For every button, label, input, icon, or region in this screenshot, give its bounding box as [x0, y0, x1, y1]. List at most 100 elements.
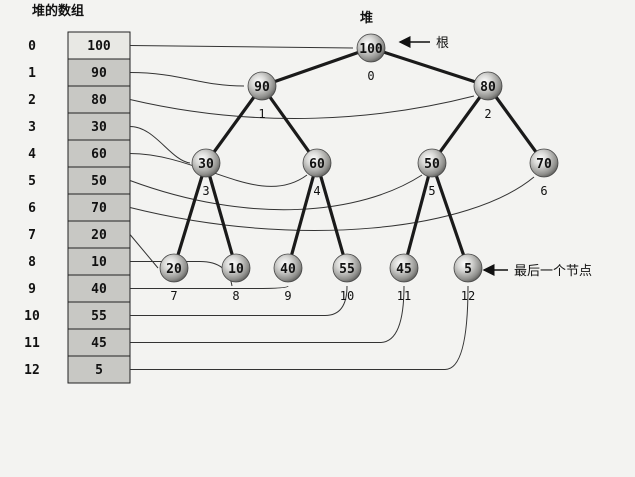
heap-node-value: 10 [228, 262, 244, 277]
heap-node-value: 100 [359, 42, 383, 57]
last-node-callout: 最后一个节点 [482, 264, 592, 279]
array-cell-value: 80 [91, 93, 107, 108]
heap-node-ball [389, 253, 419, 283]
heap-node-index: 7 [170, 289, 177, 303]
heap-node-value: 50 [424, 157, 440, 172]
array-cell-value: 20 [91, 228, 107, 243]
array-cell [67, 274, 131, 303]
array-cell-value: 100 [87, 39, 111, 54]
heap-node: 90 1 [247, 71, 277, 121]
heap-node-index: 3 [202, 184, 209, 198]
heap-node-ball [417, 148, 447, 178]
array-cell [67, 31, 131, 60]
heap-node: 50 5 [417, 148, 447, 198]
tree-edge [260, 84, 319, 165]
array-index: 11 [24, 336, 40, 351]
array-node-connector [130, 285, 469, 370]
tree-edge [172, 161, 208, 270]
array-node-connector [130, 285, 289, 289]
heap-node-index: 4 [313, 184, 320, 198]
heap-node-ball [332, 253, 362, 283]
heap-node-ball [473, 71, 503, 101]
heap-node-value: 5 [464, 262, 472, 277]
heap-node-index: 1 [258, 107, 265, 121]
array-cell-value: 10 [91, 255, 107, 270]
array-cell-value: 45 [91, 336, 107, 351]
tree-edge [204, 161, 238, 270]
array-node-connector [129, 45, 354, 49]
heap-node: 207 [159, 253, 189, 303]
heap-node-ball [221, 253, 251, 283]
heap-node: 303 [191, 148, 221, 198]
array-cell-value: 30 [91, 120, 107, 135]
array-cell-value: 40 [91, 282, 107, 297]
heap-node-ball [529, 148, 559, 178]
array-cell-value: 5 [95, 363, 103, 378]
last-node-label: 最后一个节点 [514, 264, 592, 279]
heap-node: 100 0 [356, 33, 386, 83]
heap-node: 5 12 [453, 253, 483, 303]
heap-node-ball [191, 148, 221, 178]
heap-node: 45 11 [389, 253, 419, 303]
tree-edge [369, 46, 490, 88]
heap-node-ball [273, 253, 303, 283]
array-index: 1 [28, 66, 36, 81]
array-index: 10 [24, 309, 40, 324]
heap-node-value: 40 [280, 262, 296, 277]
heap-node-index: 12 [461, 289, 475, 303]
heap-node-ball [159, 253, 189, 283]
heap-node: 55 10 [332, 253, 362, 303]
tree-edge [286, 161, 319, 270]
array-index: 12 [24, 363, 40, 378]
heap-node: 802 [473, 71, 503, 121]
tree-edge [260, 46, 373, 88]
heap-node-value: 45 [396, 262, 412, 277]
root-label: 根 [436, 36, 449, 51]
heap-title: 堆 [360, 10, 373, 26]
tree-edge [315, 161, 349, 270]
heap-node: 40 9 [273, 253, 303, 303]
heap-node-value: 80 [480, 80, 496, 95]
array-cell-value: 60 [91, 147, 107, 162]
array-cell [67, 328, 131, 357]
array-node-connector [130, 285, 348, 316]
heap-node-index: 8 [232, 289, 239, 303]
heap-node-index: 5 [428, 184, 435, 198]
heap-node: 60 4 [302, 148, 332, 198]
array-index: 4 [28, 147, 36, 162]
tree-nodes: 100 0 90 1 802 303 60 4 50 5 70 6 207 10 8 40 9 55 10 45 11 5… [159, 33, 559, 303]
heap-node-index: 10 [340, 289, 354, 303]
array-cell [67, 220, 131, 249]
array-node-connector [129, 72, 245, 87]
heap-node-index: 0 [367, 69, 374, 83]
array-index: 7 [28, 228, 36, 243]
array-index: 6 [28, 201, 36, 216]
array-node-connector [130, 285, 405, 343]
array-node-connector [129, 174, 423, 211]
array-cells: 1000901802303604505706207108409551045115… [24, 31, 131, 384]
array-cell [67, 355, 131, 384]
array-cell-value: 70 [91, 201, 107, 216]
heap-node-value: 70 [536, 157, 552, 172]
heap-node-ball [302, 148, 332, 178]
array-title: 堆的数组 [32, 3, 84, 19]
array-node-connector [129, 95, 475, 119]
heap-node-value: 55 [339, 262, 355, 277]
tree-edge [486, 84, 546, 165]
array-to-node-connectors [129, 45, 535, 370]
array-node-connector [129, 153, 308, 187]
heap-node-index: 6 [540, 184, 547, 198]
array-cell-value: 90 [91, 66, 107, 81]
heap-node-index: 11 [397, 289, 411, 303]
tree-edge [430, 84, 490, 165]
heap-node-value: 90 [254, 80, 270, 95]
heap-node-value: 60 [309, 157, 325, 172]
heap-node-index: 9 [284, 289, 291, 303]
heap-node-ball [356, 33, 386, 63]
array-node-connector [129, 126, 191, 164]
tree-edge [204, 84, 264, 165]
array-cell [67, 58, 131, 87]
heap-node: 10 8 [221, 253, 251, 303]
array-index: 5 [28, 174, 36, 189]
